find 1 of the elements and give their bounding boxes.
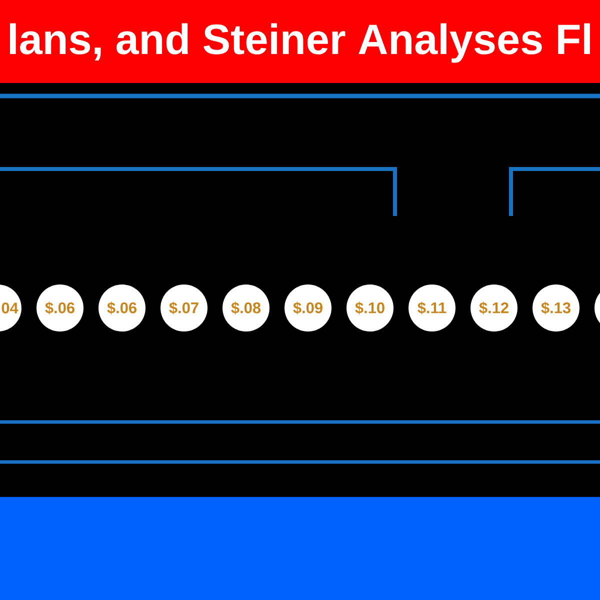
title-banner: lans, and Steiner Analyses Fl <box>0 0 600 83</box>
